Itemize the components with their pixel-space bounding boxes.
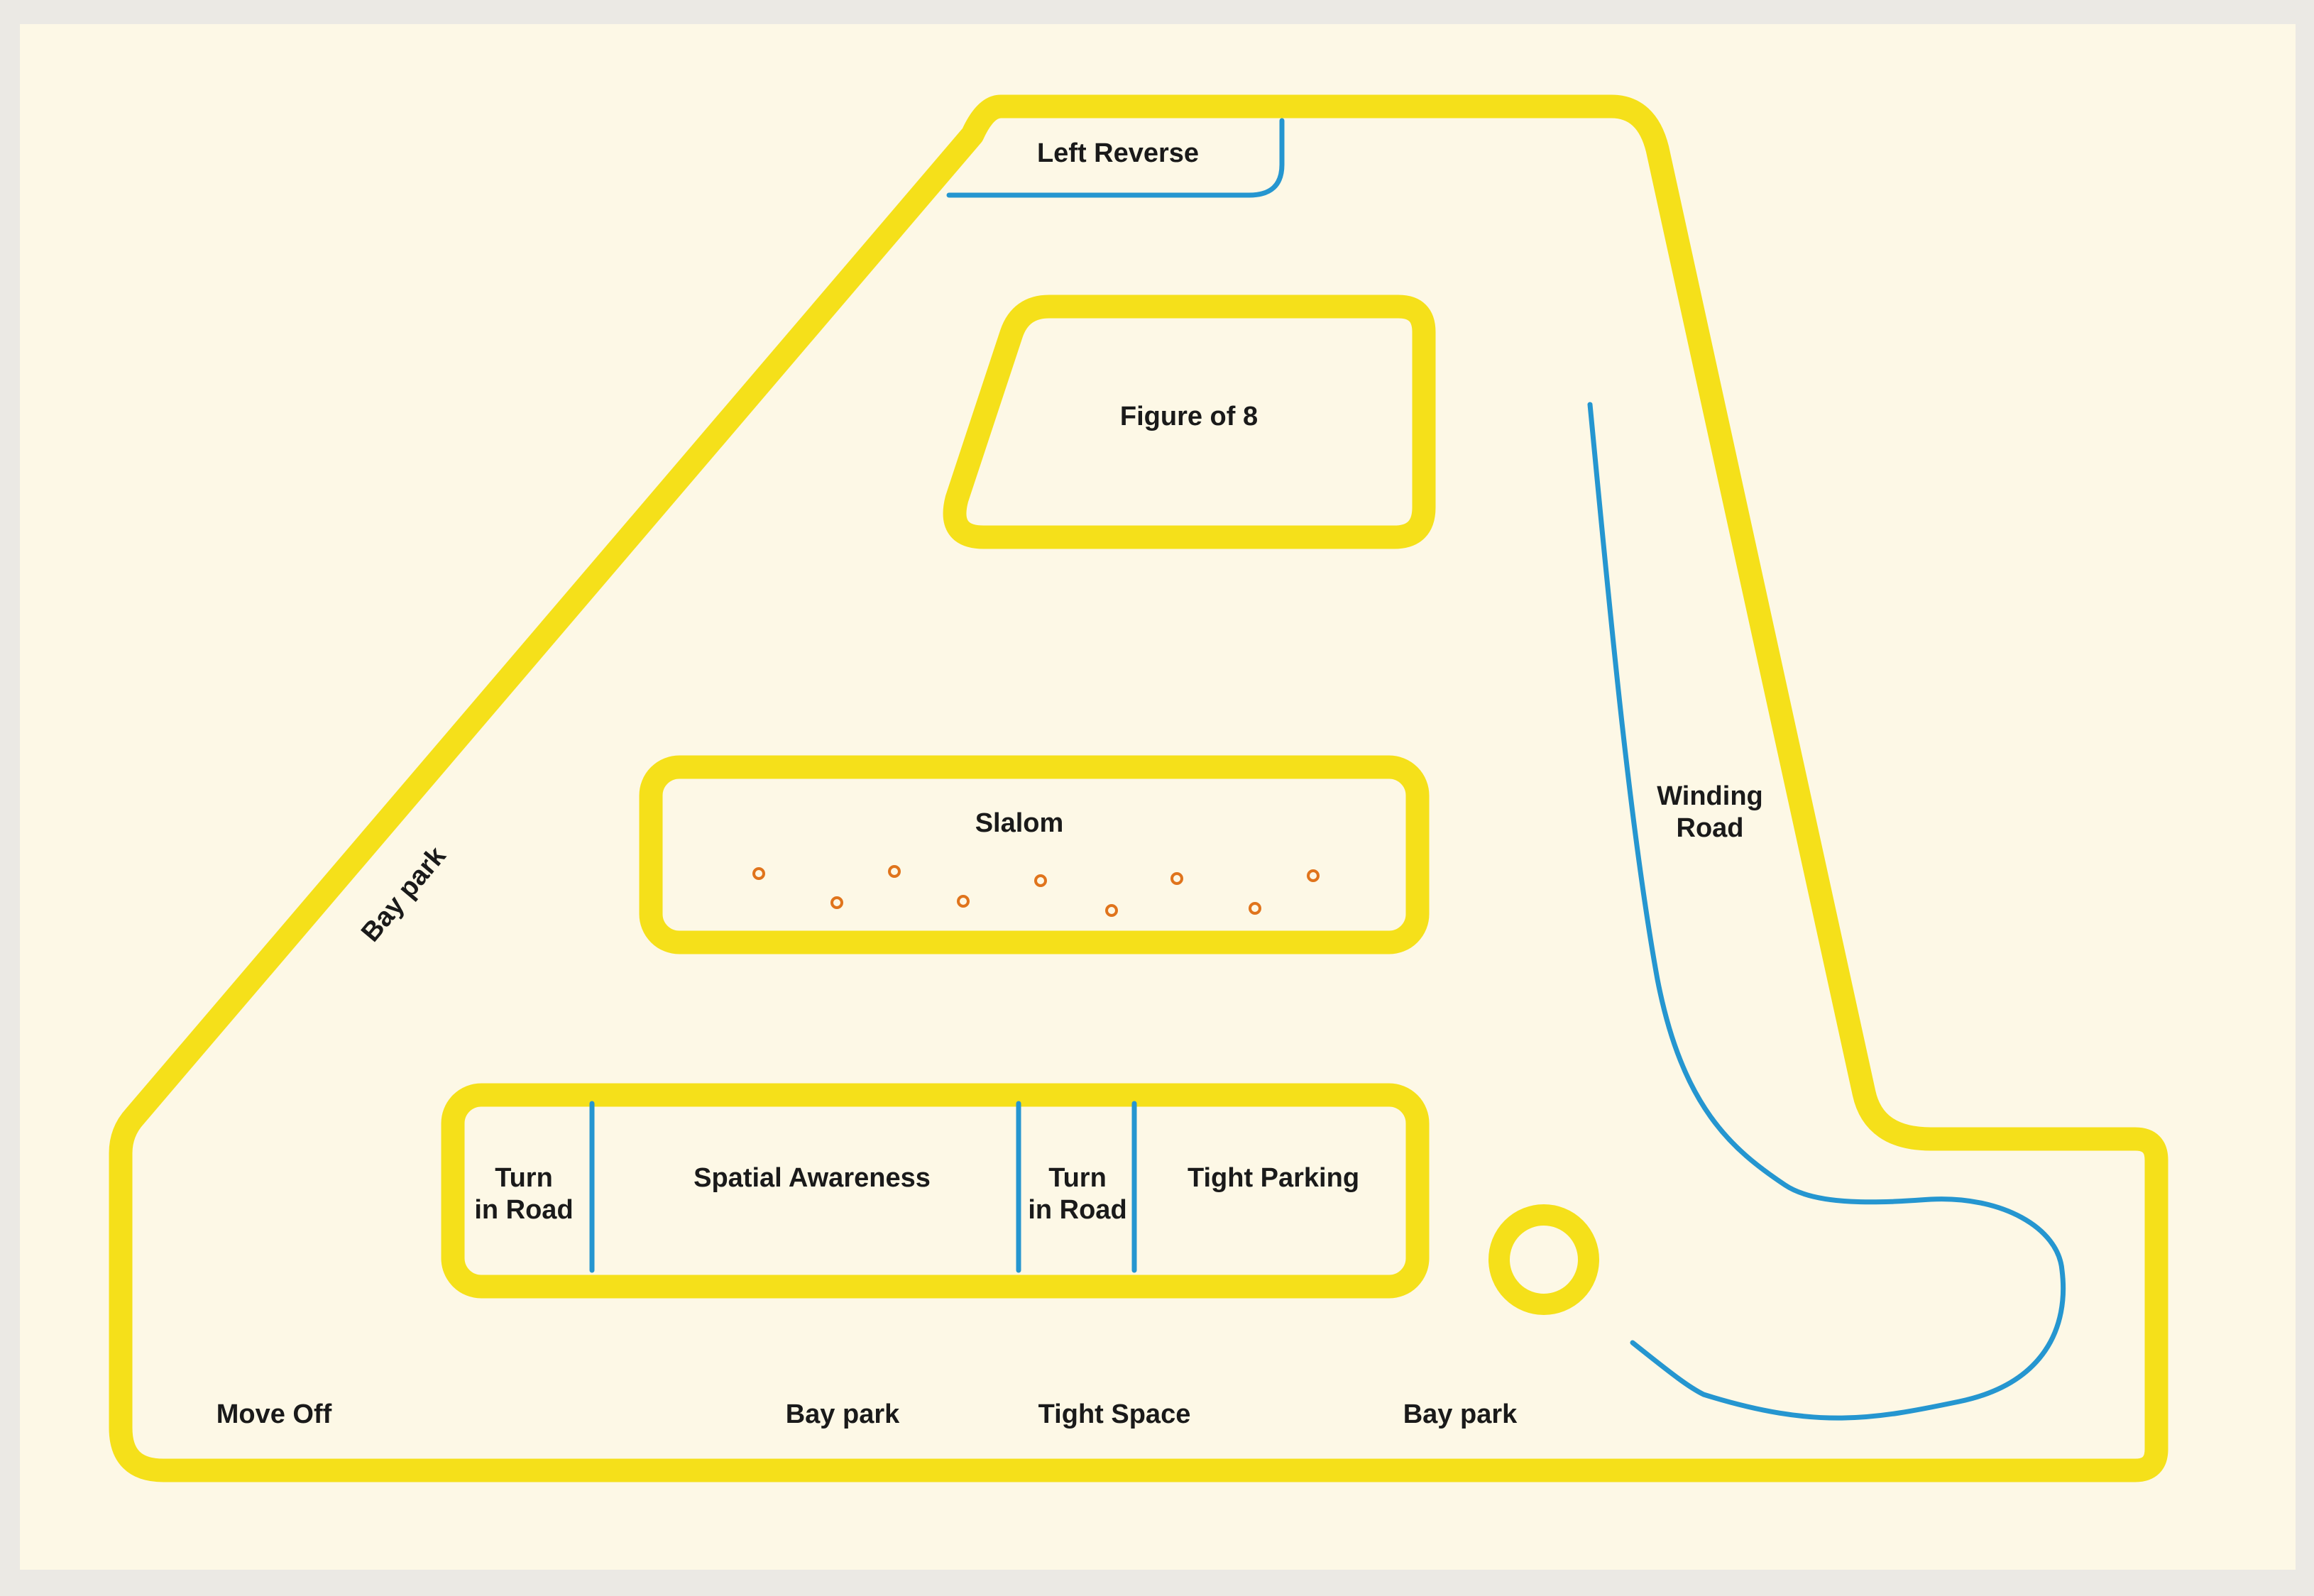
- slalom-track: [639, 755, 1430, 954]
- tight-space-label: Tight Space: [1038, 1399, 1191, 1429]
- map-paper: [20, 24, 2296, 1570]
- cone: [1307, 869, 1320, 882]
- cone: [1034, 874, 1047, 887]
- tight-parking-label: Tight Parking: [1188, 1163, 1359, 1193]
- left-reverse-label: Left Reverse: [1037, 138, 1199, 168]
- winding-road-label-line2: Road: [1677, 813, 1744, 843]
- roundabout-ring: [1488, 1204, 1599, 1315]
- manoeuvre-track: [441, 1083, 1430, 1299]
- cone: [1249, 902, 1261, 915]
- turn-in-road-right-label-line2: in Road: [1028, 1195, 1126, 1225]
- turn-in-road-left-label-line2: in Road: [474, 1195, 573, 1225]
- cone: [888, 865, 901, 878]
- bay-park-bottom-label-1: Bay park: [786, 1399, 900, 1429]
- turn-in-road-right-label-line1: Turn: [1048, 1163, 1107, 1193]
- slalom-cones: [752, 865, 1320, 917]
- turn-in-road-left-label-line1: Turn: [495, 1163, 553, 1193]
- slalom-label: Slalom: [975, 808, 1064, 838]
- cone: [830, 896, 843, 909]
- figure-of-8-label: Figure of 8: [1120, 402, 1258, 431]
- cone: [752, 867, 765, 880]
- left-reverse-line: [946, 118, 1285, 198]
- winding-road-label-line1: Winding: [1657, 781, 1763, 811]
- winding-road-line: [1587, 402, 2066, 1421]
- move-off-label: Move Off: [216, 1399, 332, 1429]
- spatial-awareness-label: Spatial Awareness: [693, 1163, 931, 1193]
- cone: [1170, 872, 1183, 885]
- outer-track: [109, 94, 2168, 1482]
- figure-of-8-track: [943, 295, 1436, 549]
- bay-park-bottom-label-2: Bay park: [1403, 1399, 1518, 1429]
- cone: [1105, 904, 1118, 917]
- cone: [957, 895, 970, 908]
